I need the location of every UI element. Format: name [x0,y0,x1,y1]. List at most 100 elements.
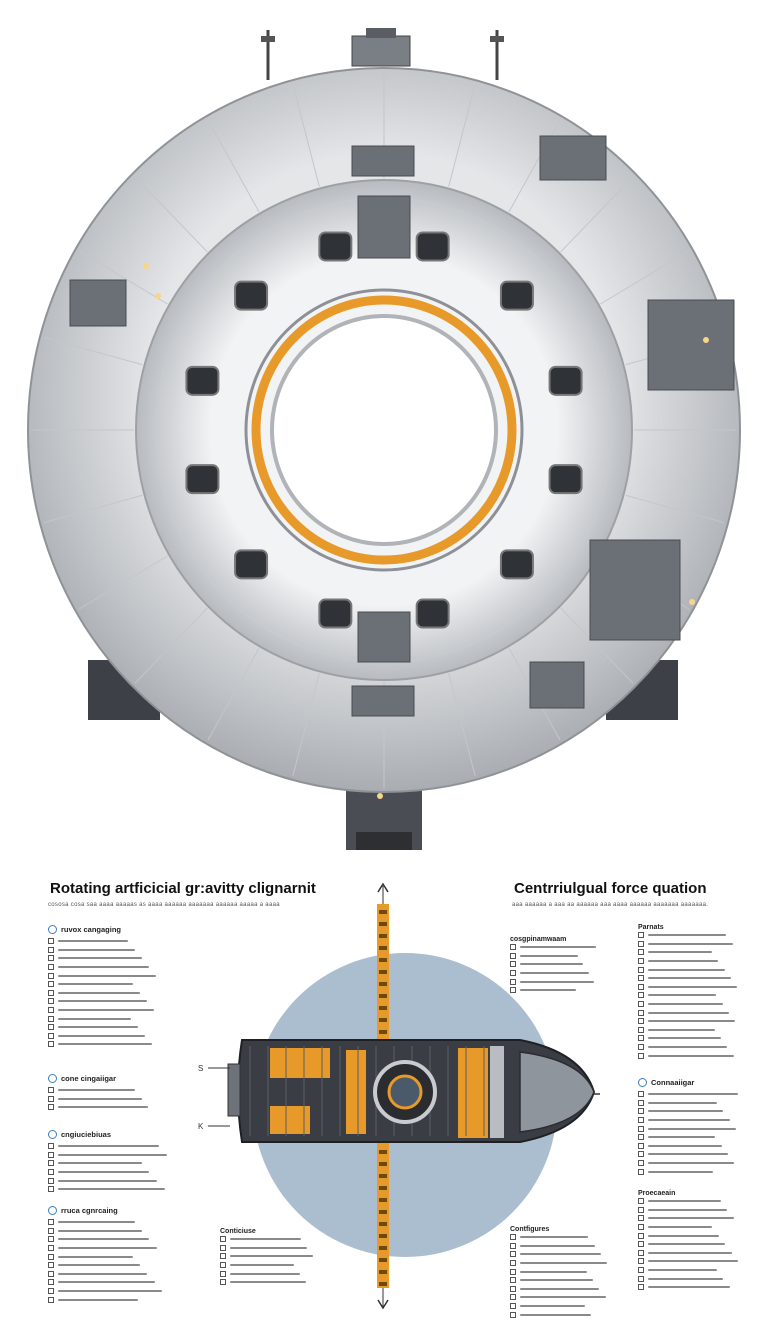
spec-row-icon [638,958,644,965]
spec-row-icon [220,1262,226,1269]
spec-row-text [58,991,140,994]
spec-row-icon [638,1001,644,1008]
spec-row-text [58,1229,142,1232]
spec-row-text [648,1269,717,1272]
spec-row-icon [638,1052,644,1059]
spec-row-icon [48,998,54,1005]
spec-row [48,1176,167,1185]
spec-row [638,1197,738,1206]
spec-row-text [648,1093,739,1096]
spec-row-text [648,942,733,945]
spec-row-icon [220,1270,226,1277]
spec-row [638,1257,739,1266]
spec-row-icon [510,952,516,959]
top-dock [351,35,411,67]
spec-row [48,989,156,998]
hull-light [689,599,695,605]
beam-stripe [379,1270,387,1274]
spec-row-text [648,1234,719,1237]
hull-panel-line [625,494,725,524]
beam-stripe [379,1030,387,1034]
spec-row [48,1270,162,1279]
hull-hatch [351,145,415,177]
spec-row-text [648,1277,724,1280]
spec-row-text [58,1162,142,1165]
spec-row-icon [510,944,516,951]
spec-row-icon [638,1224,644,1231]
spec-row-icon [48,1104,54,1111]
spec-row [638,1249,738,1258]
label-k: K [198,1122,204,1131]
hull-panel-line [134,607,208,684]
spec-row [638,1167,738,1176]
spec-row [638,1107,738,1116]
spec-row-text [230,1238,302,1241]
spec-row-icon [638,1125,644,1132]
spec-row-icon [638,949,644,956]
spec-row-icon [48,1236,54,1243]
spec-row-icon [510,1242,516,1249]
spec-row-icon [510,1268,516,1275]
beam-stripe [379,934,387,938]
spec-row-text [58,1026,138,1029]
spec-row-text [648,968,725,971]
hull-ring [490,1046,504,1138]
beam-stripe [379,1162,387,1166]
spec-row-text [648,1286,730,1289]
spec-row-icon [48,1186,54,1193]
spec-row-icon [48,1087,54,1094]
spec-row-icon [510,987,516,994]
viewport-window [499,549,534,580]
axis-arrow-up [377,882,389,893]
hull-panel-line [448,673,476,776]
spec-row-text [58,1106,149,1109]
block-title: cosgpinamwaam [510,936,567,943]
spec-row-icon [48,1227,54,1234]
bottom-dock-cap [356,832,412,850]
spec-row-text [520,1313,592,1316]
hull-hatch [529,661,585,709]
spec-row [638,1116,738,1125]
center-bottom-block: Conticiuse [220,1228,314,1287]
spec-row-text [648,1200,721,1203]
spec-row-icon [638,1108,644,1115]
viewport-window [234,280,269,311]
prosecuta-block: Proecaeain [638,1190,739,1292]
left-subtitle: cososa cosa saa aaaa aaaaas as aaaa aaaa… [48,902,280,908]
left-section-2: cone cingaiigar [48,1074,149,1112]
spec-row-icon [510,978,516,985]
spec-row-text [58,1281,155,1284]
spec-row-text [648,1251,732,1254]
spec-row-text [58,983,133,986]
spec-row-icon [48,1160,54,1167]
spec-row-icon [638,1091,644,1098]
spec-row-text [58,1017,131,1020]
parnats-block: Parnats [638,924,738,1060]
spec-row [48,1086,148,1095]
spec-row-text [230,1272,300,1275]
hull-panel-line [43,494,143,524]
beam-stripe [379,1282,387,1286]
spec-row [638,1008,737,1017]
beam-stripe [379,1210,387,1214]
spec-row [638,991,737,1000]
spec-row-icon [48,1169,54,1176]
spec-row-icon [220,1244,226,1251]
viewport-window [318,231,353,262]
hull-panel-line [207,119,260,213]
spec-row [510,969,596,978]
spec-row-text [648,1011,729,1014]
spec-row [220,1269,313,1278]
spec-row [48,1023,156,1032]
hull-hatch [647,299,735,391]
spec-row-text [520,1253,601,1256]
spec-row-icon [48,1296,54,1303]
spec-row-text [648,1217,734,1220]
hull-hatch [589,539,681,641]
spec-row-icon [510,1303,516,1310]
spec-row [638,1150,738,1159]
configure-block: Contfigures [510,1226,608,1319]
block-title: Parnats [638,924,664,931]
spec-row-icon [638,1241,644,1248]
spec-row [48,1227,162,1236]
